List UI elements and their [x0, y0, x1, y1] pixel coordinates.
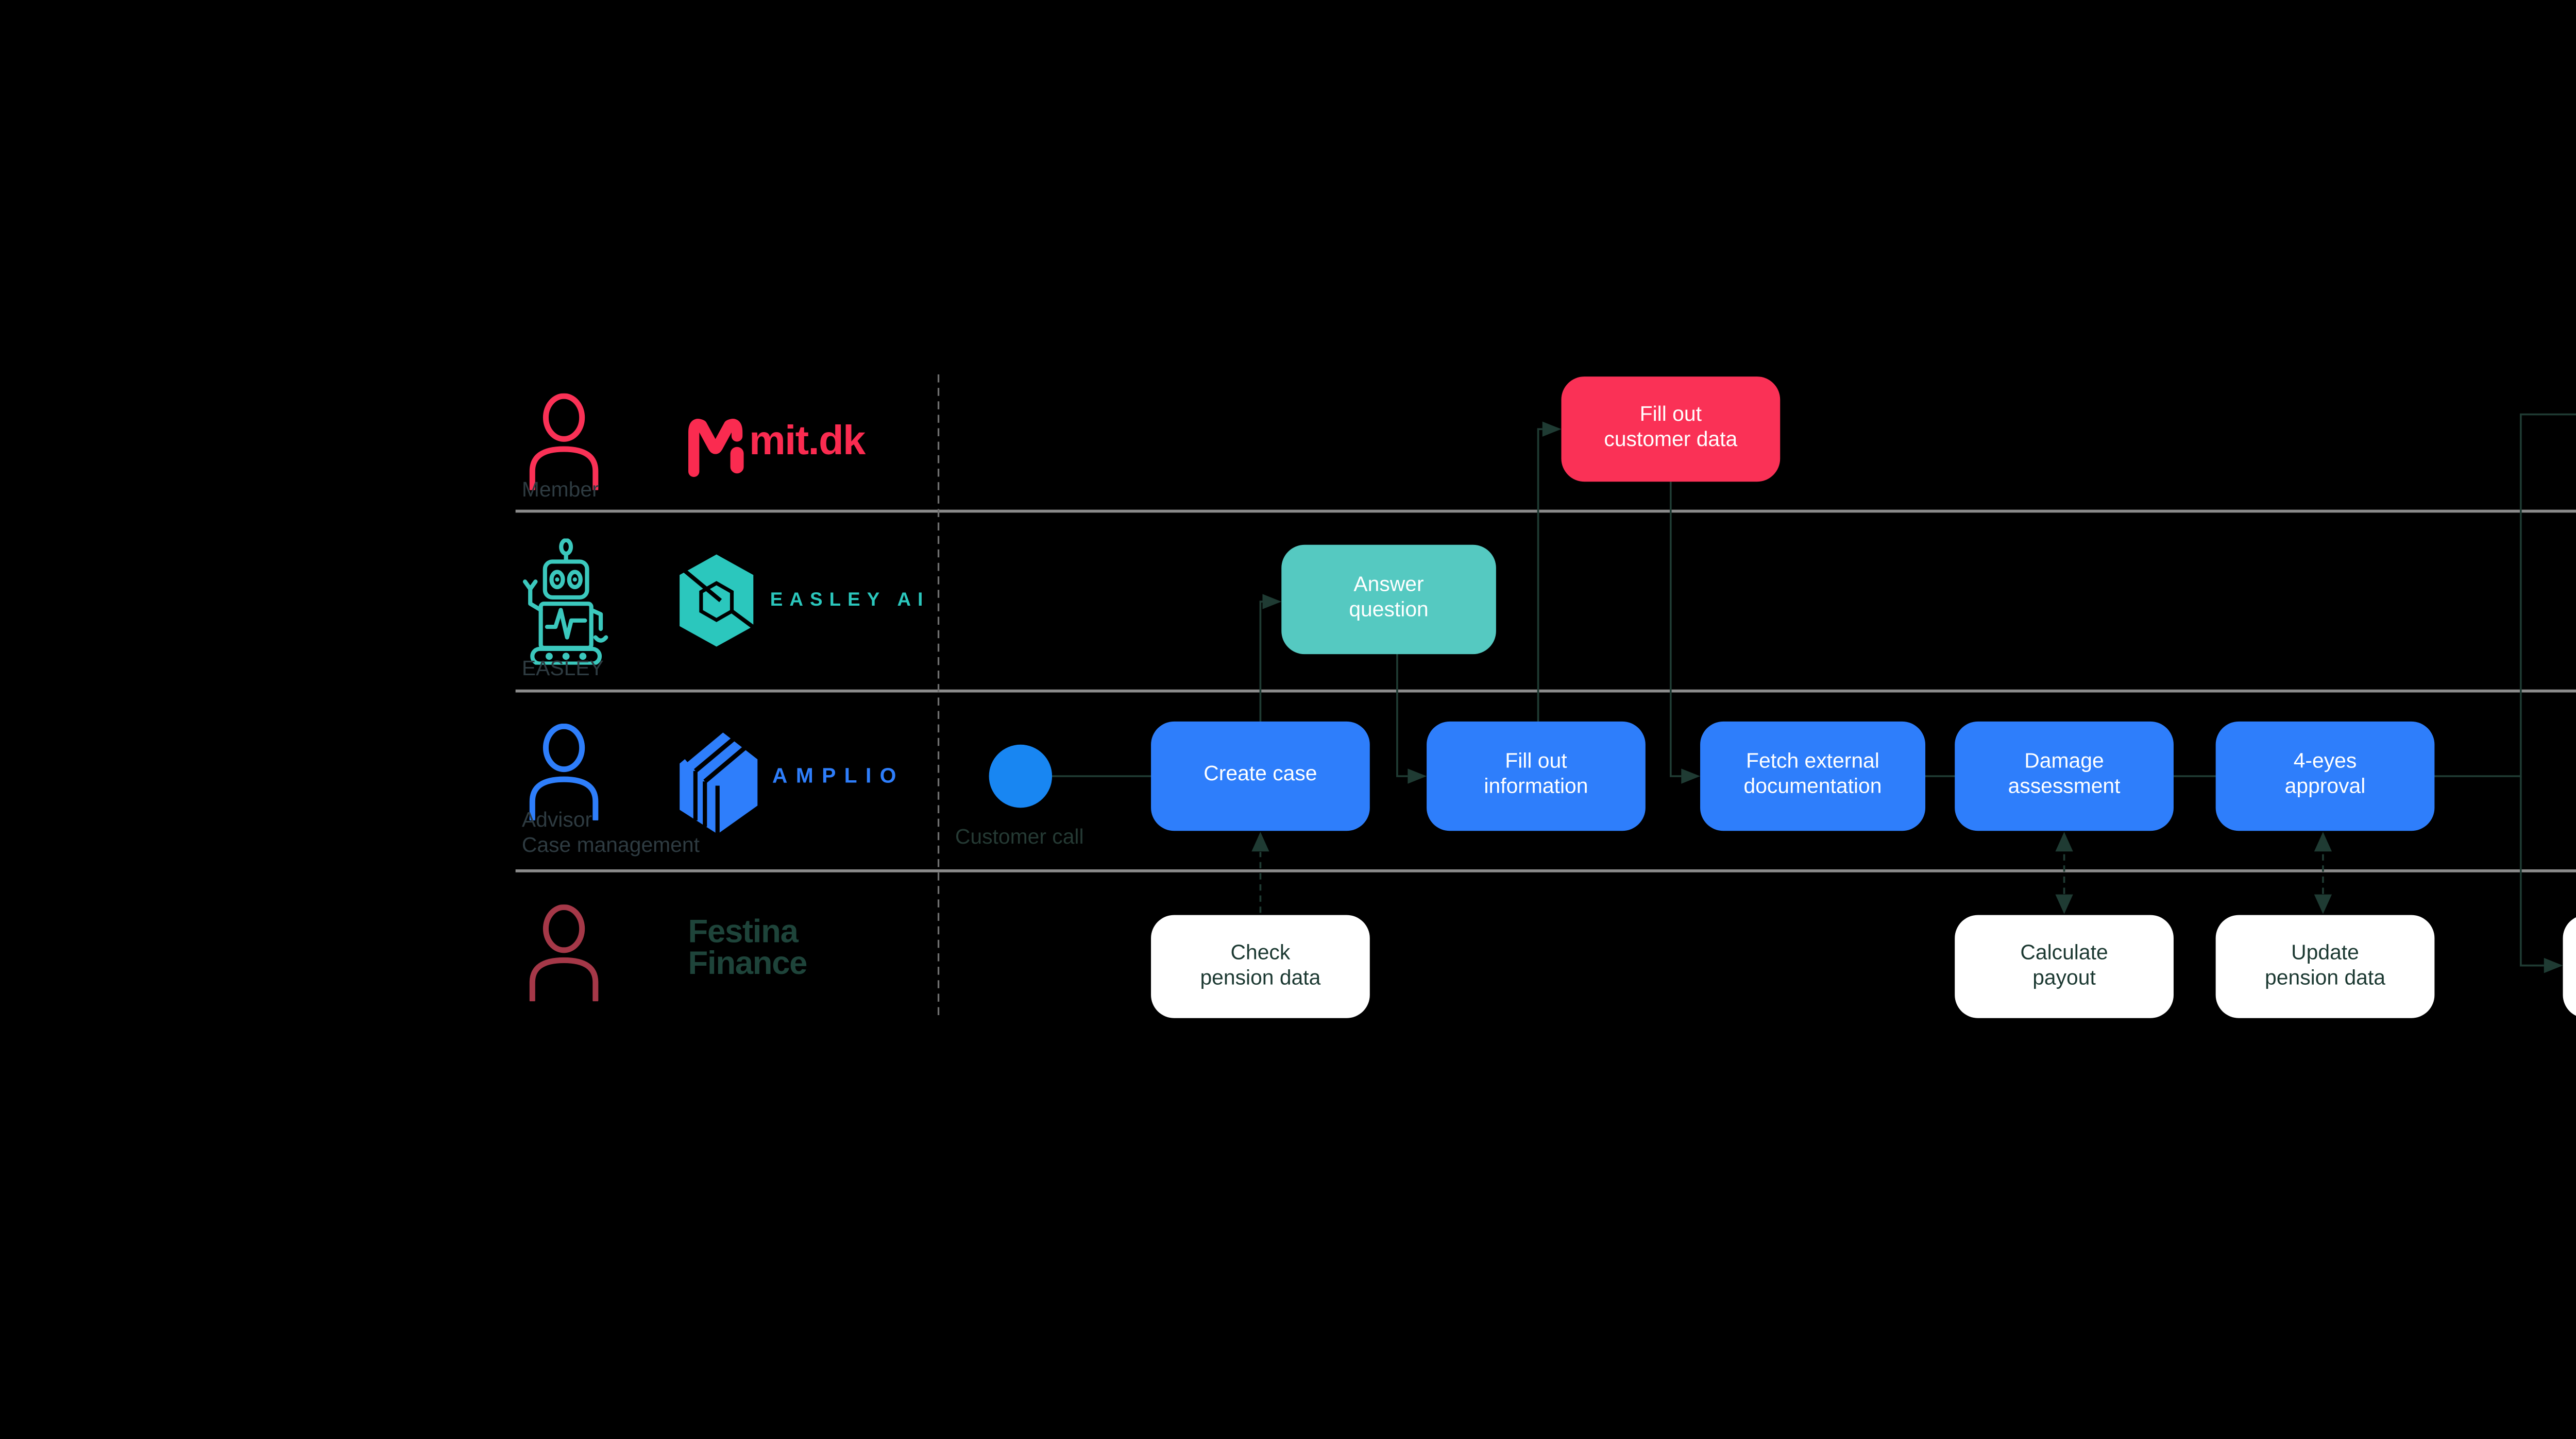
- festina-logo-line1: Festina: [688, 915, 799, 951]
- festina-logo-line2: Finance: [688, 945, 808, 982]
- easley-ai-logo-text: EASLEY AI: [770, 589, 930, 610]
- mitdk-logo-text: mit.dk: [749, 418, 866, 465]
- connector-4-eyes-approval-to-payout: [2520, 776, 2563, 973]
- lane-label-member: Member: [521, 479, 599, 503]
- lane-divider-lines: [515, 509, 2576, 872]
- task-update-pension-data[interactable]: Update pension data: [2215, 915, 2435, 1018]
- task-damage-assessment[interactable]: Damage assessment: [1955, 721, 2174, 831]
- task-create-case[interactable]: Create case: [1151, 721, 1370, 831]
- connector-4-eyes-approval-update-pension-data: [2314, 832, 2332, 914]
- task-fill-out-information[interactable]: Fill out information: [1427, 721, 1646, 831]
- task-fetch-external-documentation[interactable]: Fetch external documentation: [1700, 721, 1926, 831]
- task-answer-question[interactable]: Answer question: [1281, 544, 1496, 655]
- robot-icon: [520, 538, 613, 665]
- amplio-logo-icon: [675, 715, 761, 835]
- connector-check-pension-data-to-create-case: [1251, 832, 1269, 913]
- customer-call-label: Customer call: [955, 827, 1084, 850]
- task-4-eyes-approval[interactable]: 4-eyes approval: [2215, 721, 2435, 831]
- task-fill-out-customer-data[interactable]: Fill out customer data: [1561, 376, 1781, 482]
- member-person-icon: [526, 393, 602, 490]
- task-calculate-payout[interactable]: Calculate payout: [1955, 915, 2174, 1018]
- connector-answer-question-to-fill-out-information: [1396, 654, 1427, 784]
- decision-made-label: Decision made: [2546, 458, 2576, 482]
- task-payout[interactable]: Payout: [2563, 915, 2576, 1018]
- task-check-pension-data[interactable]: Check pension data: [1151, 915, 1370, 1018]
- connector-create-case-to-answer-question: [1259, 594, 1282, 722]
- easley-ai-logo-icon: [677, 553, 755, 648]
- lane-label-advisor: Advisor: [521, 810, 592, 833]
- connector-fill-out-information-to-fill-out-customer-data: [1537, 421, 1562, 722]
- lane-label-easley: EASLEY: [521, 658, 604, 682]
- festina-person-icon: [526, 904, 602, 1002]
- lane-sublabel-case-management: Case management: [521, 835, 700, 859]
- connector-fill-out-customer-data-to-fetch-external-documentation: [1670, 482, 1701, 784]
- customer-call-start-event[interactable]: [989, 744, 1053, 808]
- advisor-person-icon: [526, 723, 602, 820]
- connector-4-eyes-approval-to-decision-made: [2432, 413, 2576, 777]
- connector-damage-assessment-calculate-payout: [2055, 832, 2073, 914]
- mitdk-logo-icon: [686, 415, 744, 478]
- amplio-logo-text: AMPLIO: [772, 765, 905, 789]
